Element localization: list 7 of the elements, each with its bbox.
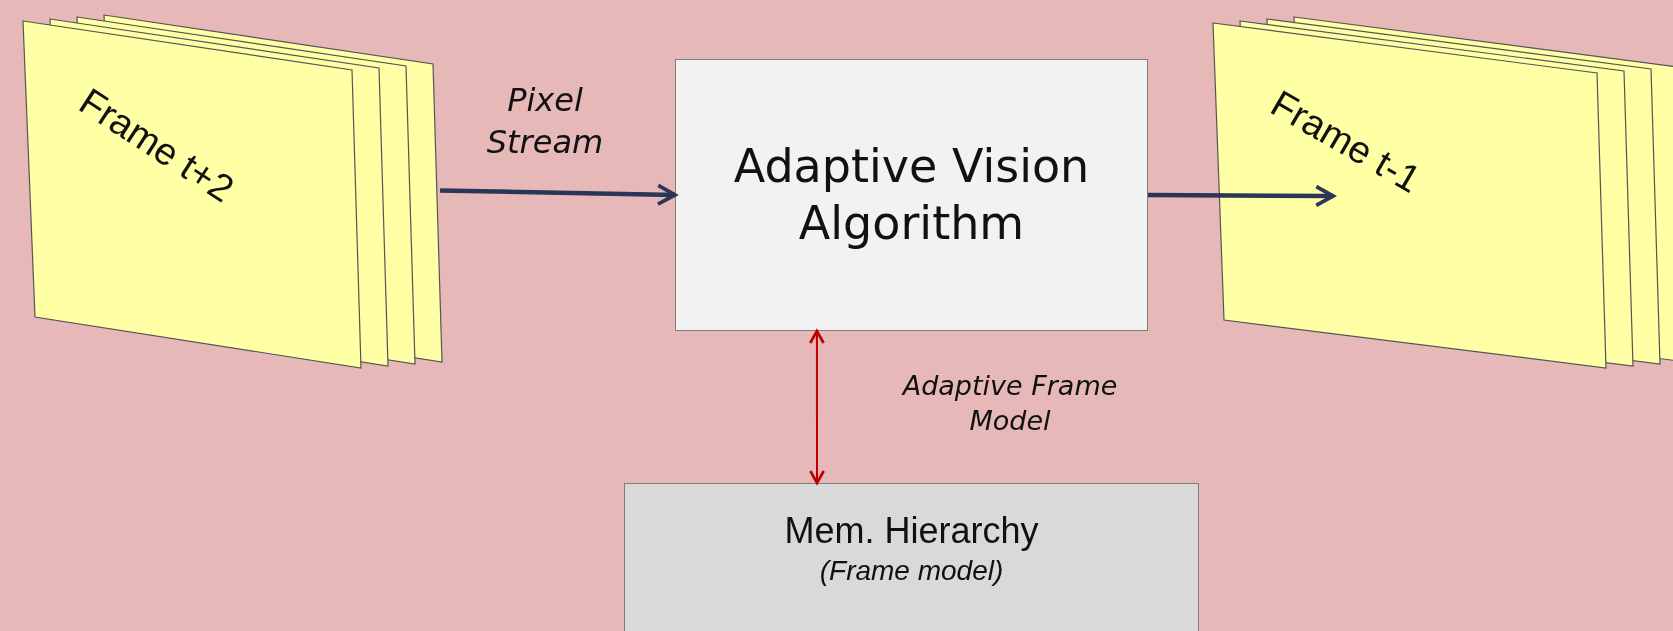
process-box	[624, 483, 1199, 631]
box-subtitle: (Frame model)	[818, 554, 1005, 588]
box-title: Adaptive Vision Algorithm	[732, 137, 1091, 252]
process-box	[675, 59, 1148, 331]
arrow	[439, 183, 677, 206]
arrow	[808, 329, 825, 485]
box-title: Mem. Hierarchy	[783, 509, 1040, 553]
